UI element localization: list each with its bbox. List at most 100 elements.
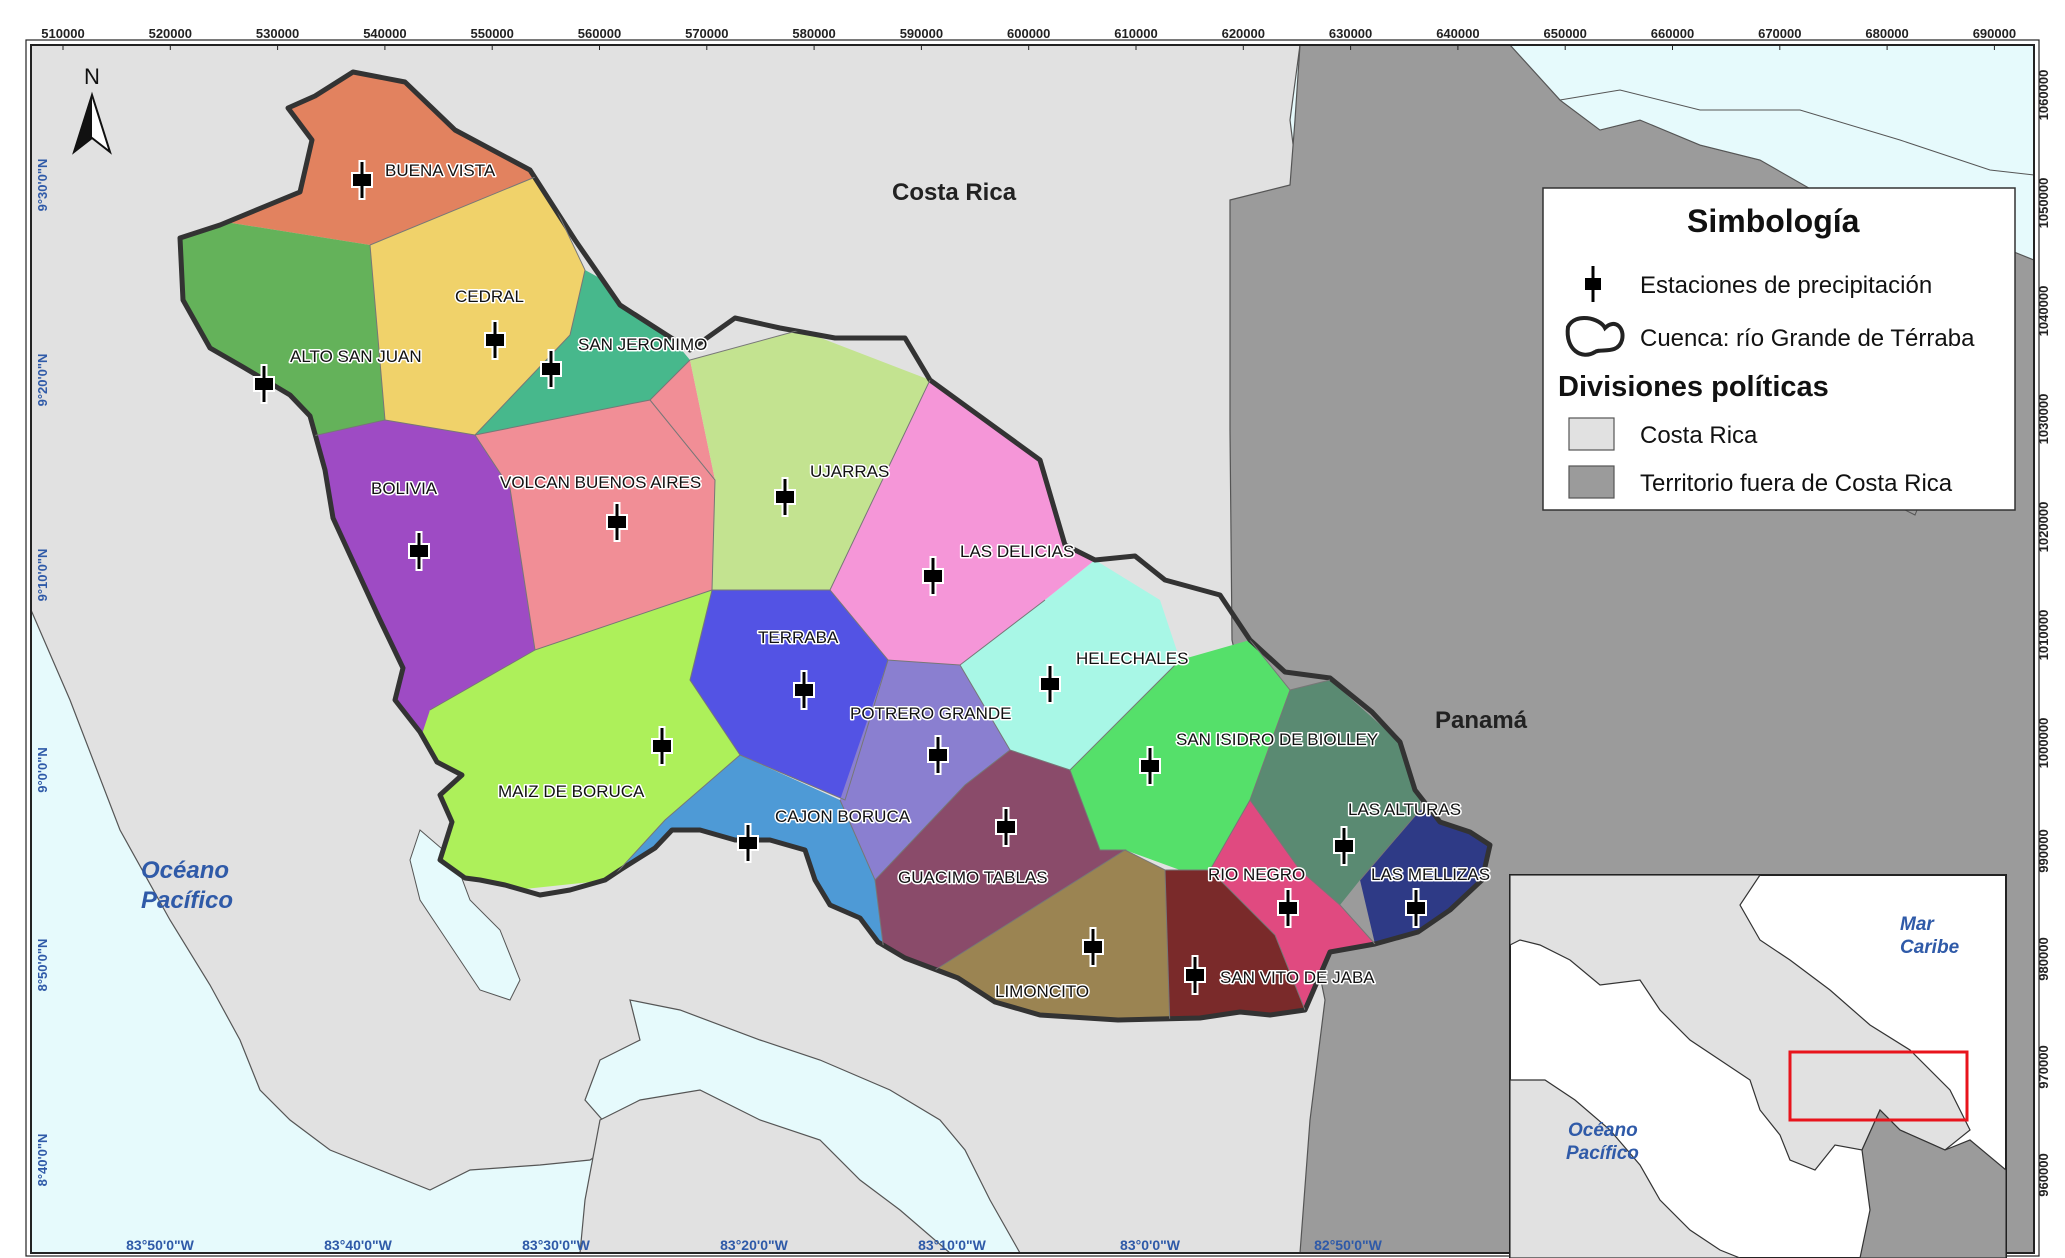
x-tick-label: 520000 xyxy=(149,26,192,41)
label-cedral: CEDRAL xyxy=(455,287,524,306)
y-tick-label: 960000 xyxy=(2036,1153,2051,1196)
y-tick-label: 1060000 xyxy=(2036,70,2051,121)
inset-caribbean-line1: Mar xyxy=(1900,914,1935,935)
region-san-vito-de-jaba xyxy=(1165,870,1305,1020)
y-tick-label: 1050000 xyxy=(2036,178,2051,229)
station-marker-icon xyxy=(1039,664,1061,704)
inset-land-south xyxy=(1510,1079,1741,1258)
x-tick-label: 600000 xyxy=(1007,26,1050,41)
x-tick-label: 510000 xyxy=(41,26,84,41)
inset-highlight-box xyxy=(1788,1050,1969,1122)
label-las-alturas: LAS ALTURAS xyxy=(1348,800,1461,819)
legend-outside-swatch xyxy=(1568,465,1615,499)
station-marker-icon xyxy=(793,670,815,710)
label-limoncito: LIMONCITO xyxy=(995,982,1089,1001)
lon-tick-label: 83°30'0"W xyxy=(522,1237,590,1253)
legend-box xyxy=(1542,187,2016,511)
lon-tick-label: 83°50'0"W xyxy=(126,1237,194,1253)
y-tick-label: 1010000 xyxy=(2036,610,2051,661)
legend-basin-label: Cuenca: río Grande de Térraba xyxy=(1640,325,1975,352)
label-buena-vista: BUENA VISTA xyxy=(385,161,496,180)
region-borders xyxy=(180,174,1490,1020)
station-marker-icon xyxy=(351,160,373,200)
x-tick-label: 670000 xyxy=(1758,26,1801,41)
x-tick-label: 570000 xyxy=(685,26,728,41)
label-las-delicias: LAS DELICIAS xyxy=(960,542,1074,561)
x-tick-label: 660000 xyxy=(1651,26,1694,41)
region-labels: BUENA VISTA CEDRAL ALTO SAN JUAN SAN JER… xyxy=(289,160,1492,1003)
x-tick-label: 640000 xyxy=(1436,26,1479,41)
legend-basin-icon xyxy=(1565,316,1625,357)
precipitation-stations xyxy=(253,160,1427,995)
x-tick-label: 630000 xyxy=(1329,26,1372,41)
region-cedral xyxy=(370,175,585,435)
station-marker-icon xyxy=(484,320,506,360)
x-tick-label: 690000 xyxy=(1973,26,2016,41)
station-marker-icon xyxy=(606,502,628,542)
lon-tick-label: 83°40'0"W xyxy=(324,1237,392,1253)
region-guacimo-tablas xyxy=(875,750,1125,970)
label-ocean-line2: Pacífico xyxy=(141,887,233,914)
y-tick-label: 970000 xyxy=(2036,1045,2051,1088)
region-terraba xyxy=(690,590,888,800)
station-marker-icon xyxy=(253,364,275,404)
station-marker-icon xyxy=(1333,826,1355,866)
region-las-alturas xyxy=(1250,680,1420,905)
x-tick-label: 560000 xyxy=(578,26,621,41)
label-costa-rica: Costa Rica xyxy=(892,179,1017,206)
y-tick-label: 990000 xyxy=(2036,829,2051,872)
inset-map: Mar Caribe Océano Pacífico xyxy=(1509,874,2007,1258)
station-marker-icon xyxy=(651,726,673,766)
label-volcan-buenos-aires: VOLCAN BUENOS AIRES xyxy=(500,473,701,492)
lat-tick-label: 9°10'0"N xyxy=(35,549,50,602)
station-marker-icon xyxy=(540,349,562,389)
x-tick-label: 680000 xyxy=(1865,26,1908,41)
label-las-mellizas: LAS MELLIZAS xyxy=(1371,865,1490,884)
legend-station-icon xyxy=(1585,266,1601,302)
label-ujarras: UJARRAS xyxy=(810,462,889,481)
osa-peninsula xyxy=(579,1089,951,1253)
label-rio-negro: RIO NEGRO xyxy=(1208,865,1305,884)
y-tick-label: 1040000 xyxy=(2036,286,2051,337)
x-tick-label: 550000 xyxy=(471,26,514,41)
x-tick-label: 650000 xyxy=(1544,26,1587,41)
lat-tick-label: 9°30'0"N xyxy=(35,159,50,212)
station-marker-icon xyxy=(1082,927,1104,967)
inset-caribbean-line2: Caribe xyxy=(1900,937,1960,958)
station-marker-icon xyxy=(1405,888,1427,928)
region-san-isidro-de-biolley xyxy=(1070,640,1290,870)
lat-tick-label: 9°20'0"N xyxy=(35,354,50,407)
label-guacimo-tablas: GUACIMO TABLAS xyxy=(898,868,1048,887)
x-tick-label: 530000 xyxy=(256,26,299,41)
x-tick-label: 540000 xyxy=(363,26,406,41)
label-potrero-grande: POTRERO GRANDE xyxy=(850,704,1012,723)
lat-tick-label: 9°0'0"N xyxy=(35,747,50,793)
y-tick-label: 1030000 xyxy=(2036,394,2051,445)
lat-tick-label: 8°50'0"N xyxy=(35,939,50,992)
lon-tick-label: 83°10'0"W xyxy=(918,1237,986,1253)
inset-pacific-line1: Océano xyxy=(1568,1120,1638,1141)
region-limoncito xyxy=(935,850,1170,1020)
label-alto-san-juan: ALTO SAN JUAN xyxy=(290,347,422,366)
label-san-isidro-de-biolley: SAN ISIDRO DE BIOLLEY xyxy=(1176,730,1378,749)
label-san-jeronimo: SAN JERONIMO xyxy=(578,335,707,354)
x-axis-ticks: 510000 520000 530000 540000 550000 560000 5700… xyxy=(41,26,2016,50)
station-marker-icon xyxy=(1277,888,1299,928)
inset-land-north xyxy=(1510,875,1971,1171)
label-panama: Panamá xyxy=(1435,707,1528,734)
label-cajon-boruca: CAJON BORUCA xyxy=(775,807,911,826)
label-ocean-line1: Océano xyxy=(141,857,229,884)
x-tick-label: 610000 xyxy=(1114,26,1157,41)
label-maiz-de-boruca: MAIZ DE BORUCA xyxy=(498,782,645,801)
station-marker-icon xyxy=(408,531,430,571)
lon-tick-label: 83°0'0"W xyxy=(1120,1237,1181,1253)
region-potrero-grande xyxy=(840,660,1010,880)
legend-cr-label: Costa Rica xyxy=(1640,422,1758,449)
station-marker-icon xyxy=(774,477,796,517)
inset-pacific-line2: Pacífico xyxy=(1566,1143,1639,1164)
legend-divisions-title: Divisiones políticas xyxy=(1558,371,1829,403)
lat-tick-label: 8°40'0"N xyxy=(35,1134,50,1187)
y-axis-ticks: 1060000105000010400001030000102000010100… xyxy=(2036,70,2051,1197)
outer-frame xyxy=(25,39,2040,1257)
